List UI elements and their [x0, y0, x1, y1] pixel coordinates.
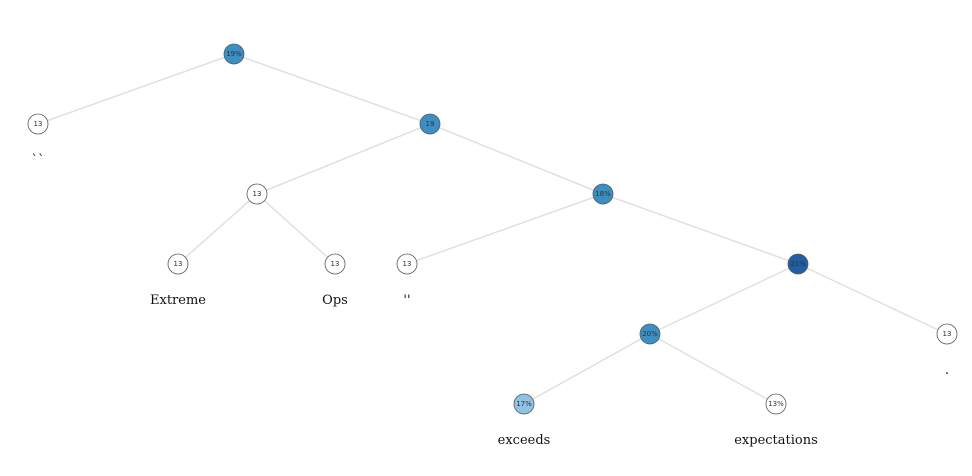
tree-node: 18%	[592, 183, 614, 205]
leaf-word: exceeds	[498, 433, 551, 448]
leaf-word: ''	[403, 293, 410, 308]
tree-node: 13	[27, 113, 49, 135]
tree-edge	[256, 123, 431, 195]
tree-node: 20%	[639, 323, 661, 345]
leaf-word: expectations	[734, 433, 818, 448]
tree-node: 13	[167, 253, 189, 275]
tree-node-label: 13	[403, 260, 412, 268]
tree-edge	[256, 193, 336, 265]
tree-node: 13%	[765, 393, 787, 415]
tree-edge	[797, 263, 948, 335]
tree-edge	[602, 193, 799, 265]
tree-node-circle	[592, 183, 614, 205]
leaf-word: Extreme	[150, 293, 206, 308]
tree-node-label: 18%	[595, 190, 611, 198]
tree-node-label: 19%	[226, 50, 242, 58]
tree-edge	[649, 263, 799, 335]
tree-node-label: 13	[331, 260, 340, 268]
tree-node-circle	[419, 113, 441, 135]
tree-node-label: 13%	[768, 400, 784, 408]
tree-node-circle	[936, 323, 958, 345]
tree-node-label: 13	[253, 190, 262, 198]
tree-node: 21%	[787, 253, 809, 275]
tree-edge	[523, 333, 651, 405]
tree-node-label: 13	[943, 330, 952, 338]
tree-node: 13	[246, 183, 268, 205]
tree-edge	[177, 193, 258, 265]
tree-node-circle	[787, 253, 809, 275]
tree-edge	[37, 53, 235, 125]
tree-nodes: 19% 13 19 13 18% 13 13 13 21% 20% 13 17% 13%	[27, 43, 958, 415]
tree-node-label: 20%	[642, 330, 658, 338]
tree-node-circle	[324, 253, 346, 275]
tree-node-label: 19	[426, 120, 435, 128]
tree-node: 19	[419, 113, 441, 135]
tree-node: 13	[396, 253, 418, 275]
tree-leaf-words: `` Extreme Ops '' exceeds expectations.	[32, 153, 950, 448]
tree-node-label: 13	[174, 260, 183, 268]
tree-node-label: 21%	[790, 260, 806, 268]
tree-node-circle	[27, 113, 49, 135]
tree-edge	[649, 333, 777, 405]
tree-edge	[233, 53, 431, 125]
tree-node: 17%	[513, 393, 535, 415]
tree-node-circle	[396, 253, 418, 275]
tree-node-circle	[246, 183, 268, 205]
tree-edges	[37, 53, 948, 405]
tree-node-label: 17%	[516, 400, 532, 408]
tree-edge	[406, 193, 604, 265]
tree-node-label: 13	[34, 120, 43, 128]
tree-node: 13	[936, 323, 958, 345]
tree-node-circle	[765, 393, 787, 415]
tree-node: 19%	[223, 43, 245, 65]
tree-node-circle	[223, 43, 245, 65]
leaf-word: .	[945, 363, 949, 378]
tree-edge	[429, 123, 604, 195]
tree-node: 13	[324, 253, 346, 275]
tree-node-circle	[639, 323, 661, 345]
tree-node-circle	[513, 393, 535, 415]
leaf-word: Ops	[322, 293, 348, 308]
leaf-word: ``	[32, 153, 45, 168]
tree-node-circle	[167, 253, 189, 275]
